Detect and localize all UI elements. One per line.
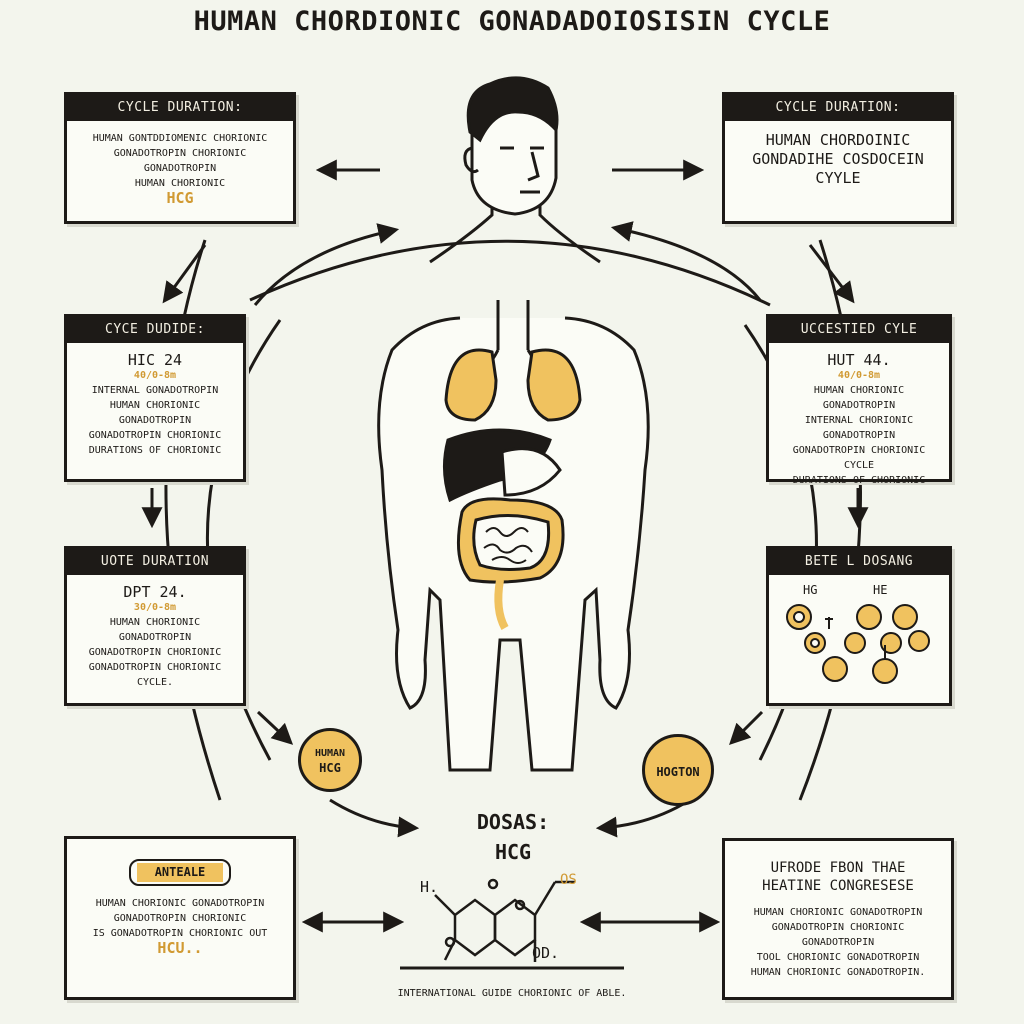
box-top-left: CYCLE DURATION: HUMAN GONTDDIOMENIC CHOR… [64,92,296,224]
box-line: HUMAN CHORIONIC [134,178,226,189]
box-line: GONADOTROPIN CHORIONIC GONADOTROPIN [113,148,247,174]
box-line: GONADOTROPIN CHORIONIC [88,430,222,441]
box-line: DURATIONS OF CHORIONIC [792,475,926,486]
box-accent: 30/0-8m [133,602,177,613]
box-heading: UFRODE FBON THAE [770,860,906,876]
box-value: HIC 24 [127,351,183,369]
box-body: UFRODE FBON THAE HEATINE CONGRESESE HUMA… [725,841,951,990]
box-top-right: CYCLE DURATION: HUMAN CHORDOINIC GONDADI… [722,92,954,224]
box-line: INTERNAL CHORIONIC GONADOTROPIN [804,415,914,441]
box-value: DPT 24. [123,583,187,601]
box-body: HUMAN CHORDOINIC GONDADIHE COSDOCEIN CYY… [725,121,951,198]
arrow-down-left-1 [162,244,207,304]
box-line: CYYLE [815,169,861,187]
dosage-label: HG [803,583,818,597]
box-line: HUMAN CHORIONIC GONADOTROPIN [109,617,201,643]
box-line: GONADOTROPIN CHORIONIC CYCLE. [88,662,222,688]
box-line: TOOL CHORIONIC GONADOTROPIN [756,952,920,963]
box-accent: 40/0-8m [837,370,881,381]
box-line: HUMAN CHORDOINIC [765,131,911,149]
page-title: HUMAN CHORDIONIC GONADADOIOSISIN CYCLE [193,6,831,37]
box-line: INTERNAL GONADOTROPIN [91,385,219,396]
box-body: HIC 24 40/0-8m INTERNAL GONADOTROPIN HUM… [67,343,243,468]
cycle-arc-left-outer [164,239,222,801]
box-mid-left: CYCE DUDIDE: HIC 24 40/0-8m INTERNAL GON… [64,314,246,482]
box-body: HUT 44. 40/0-8m HUMAN CHORIONIC GONADOTR… [769,343,949,498]
box-line: GONADOTROPIN CHORIONIC [88,647,222,658]
box-mid-right: UCCESTIED CYLE HUT 44. 40/0-8m HUMAN CHO… [766,314,952,486]
box-line: HUMAN CHORIONIC GONADOTROPIN [109,400,201,426]
box-body: HUMAN GONTDDIOMENIC CHORIONIC GONADOTROP… [67,121,293,216]
arrow-to-left-circle [256,710,294,745]
box-line: GONDADIHE COSDOCEIN [752,150,924,168]
hcg-circle-left: HUMAN HCG [298,728,362,792]
bottom-caption: INTERNATIONAL GUIDE CHORIONIC OF ABLE. [397,988,627,999]
box-line: IS GONADOTROPIN CHORIONIC OUT [92,928,268,939]
box-header: CYCE DUDIDE: [67,317,243,343]
box-line: DURATIONS OF CHORIONIC [88,445,222,456]
dosas-label: DOSAS: [476,810,550,834]
box-body: DPT 24. 30/0-8m HUMAN CHORIONIC GONADOTR… [67,575,243,700]
circle-line: HOGTON [656,765,700,779]
box-accent: 40/0-8m [133,370,177,381]
box-line: GONADOTROPIN CHORIONIC GONADOTROPIN [771,922,905,948]
box-header: BETE L DOSANG [769,549,949,575]
box-accent: HCG [166,189,194,207]
dosage-dots [786,604,930,684]
circle-line: HUMAN [314,748,346,759]
box-bottom-right: UFRODE FBON THAE HEATINE CONGRESESE HUMA… [722,838,954,1000]
box-bottom-left: ANTEALE HUMAN CHORIONIC GONADOTROPIN GON… [64,836,296,1000]
badge-label: ANTEALE [136,863,224,882]
box-line: HUMAN CHORIONIC GONADOTROPIN [813,385,905,411]
box-line: HUMAN CHORIONIC GONADOTROPIN [753,907,923,918]
arrow-down-right-1 [808,244,855,304]
box-accent: HCU.. [157,939,203,957]
box-lower-right: BETE L DOSANG HG HE [766,546,952,706]
box-header: CYCLE DURATION: [67,95,293,121]
box-line: HUMAN CHORIONIC GONADOTROPIN [95,898,265,909]
molecule-label: OS [560,872,577,888]
arrow-left-to-center [329,798,420,838]
human-torso [377,300,650,772]
hogton-circle-right: HOGTON [642,734,714,806]
dosage-label: HE [873,583,888,597]
molecule-label: H. [420,878,439,896]
box-line: HUMAN CHORIONIC GONADOTROPIN. [750,967,926,978]
box-body: ANTEALE HUMAN CHORIONIC GONADOTROPIN GON… [67,839,293,966]
box-line: GONADOTROPIN CHORIONIC CYCLE [792,445,926,471]
antenna-badge: ANTEALE [128,859,232,886]
molecule-label: OD. [532,944,560,962]
box-header: UOTE DURATION [67,549,243,575]
box-heading: HEATINE CONGRESESE [762,878,914,894]
hcg-label: HCG [494,840,532,864]
box-header: UCCESTIED CYLE [769,317,949,343]
box-line: HUMAN GONTDDIOMENIC CHORIONIC [92,133,268,144]
man-portrait [429,76,601,264]
arrow-curve-left-top [253,223,400,306]
box-line: GONADOTROPIN CHORIONIC [113,913,247,924]
box-value: HUT 44. [827,351,891,369]
box-header: CYCLE DURATION: [725,95,951,121]
cycle-arc-top [249,239,771,307]
dosage-graphic: HG HE [769,575,949,703]
hcg-molecule [434,878,575,962]
circle-line: HCG [319,761,341,775]
arrow-to-right-circle [729,710,764,745]
arrow-curve-right-top [610,221,762,301]
box-lower-left: UOTE DURATION DPT 24. 30/0-8m HUMAN CHOR… [64,546,246,706]
